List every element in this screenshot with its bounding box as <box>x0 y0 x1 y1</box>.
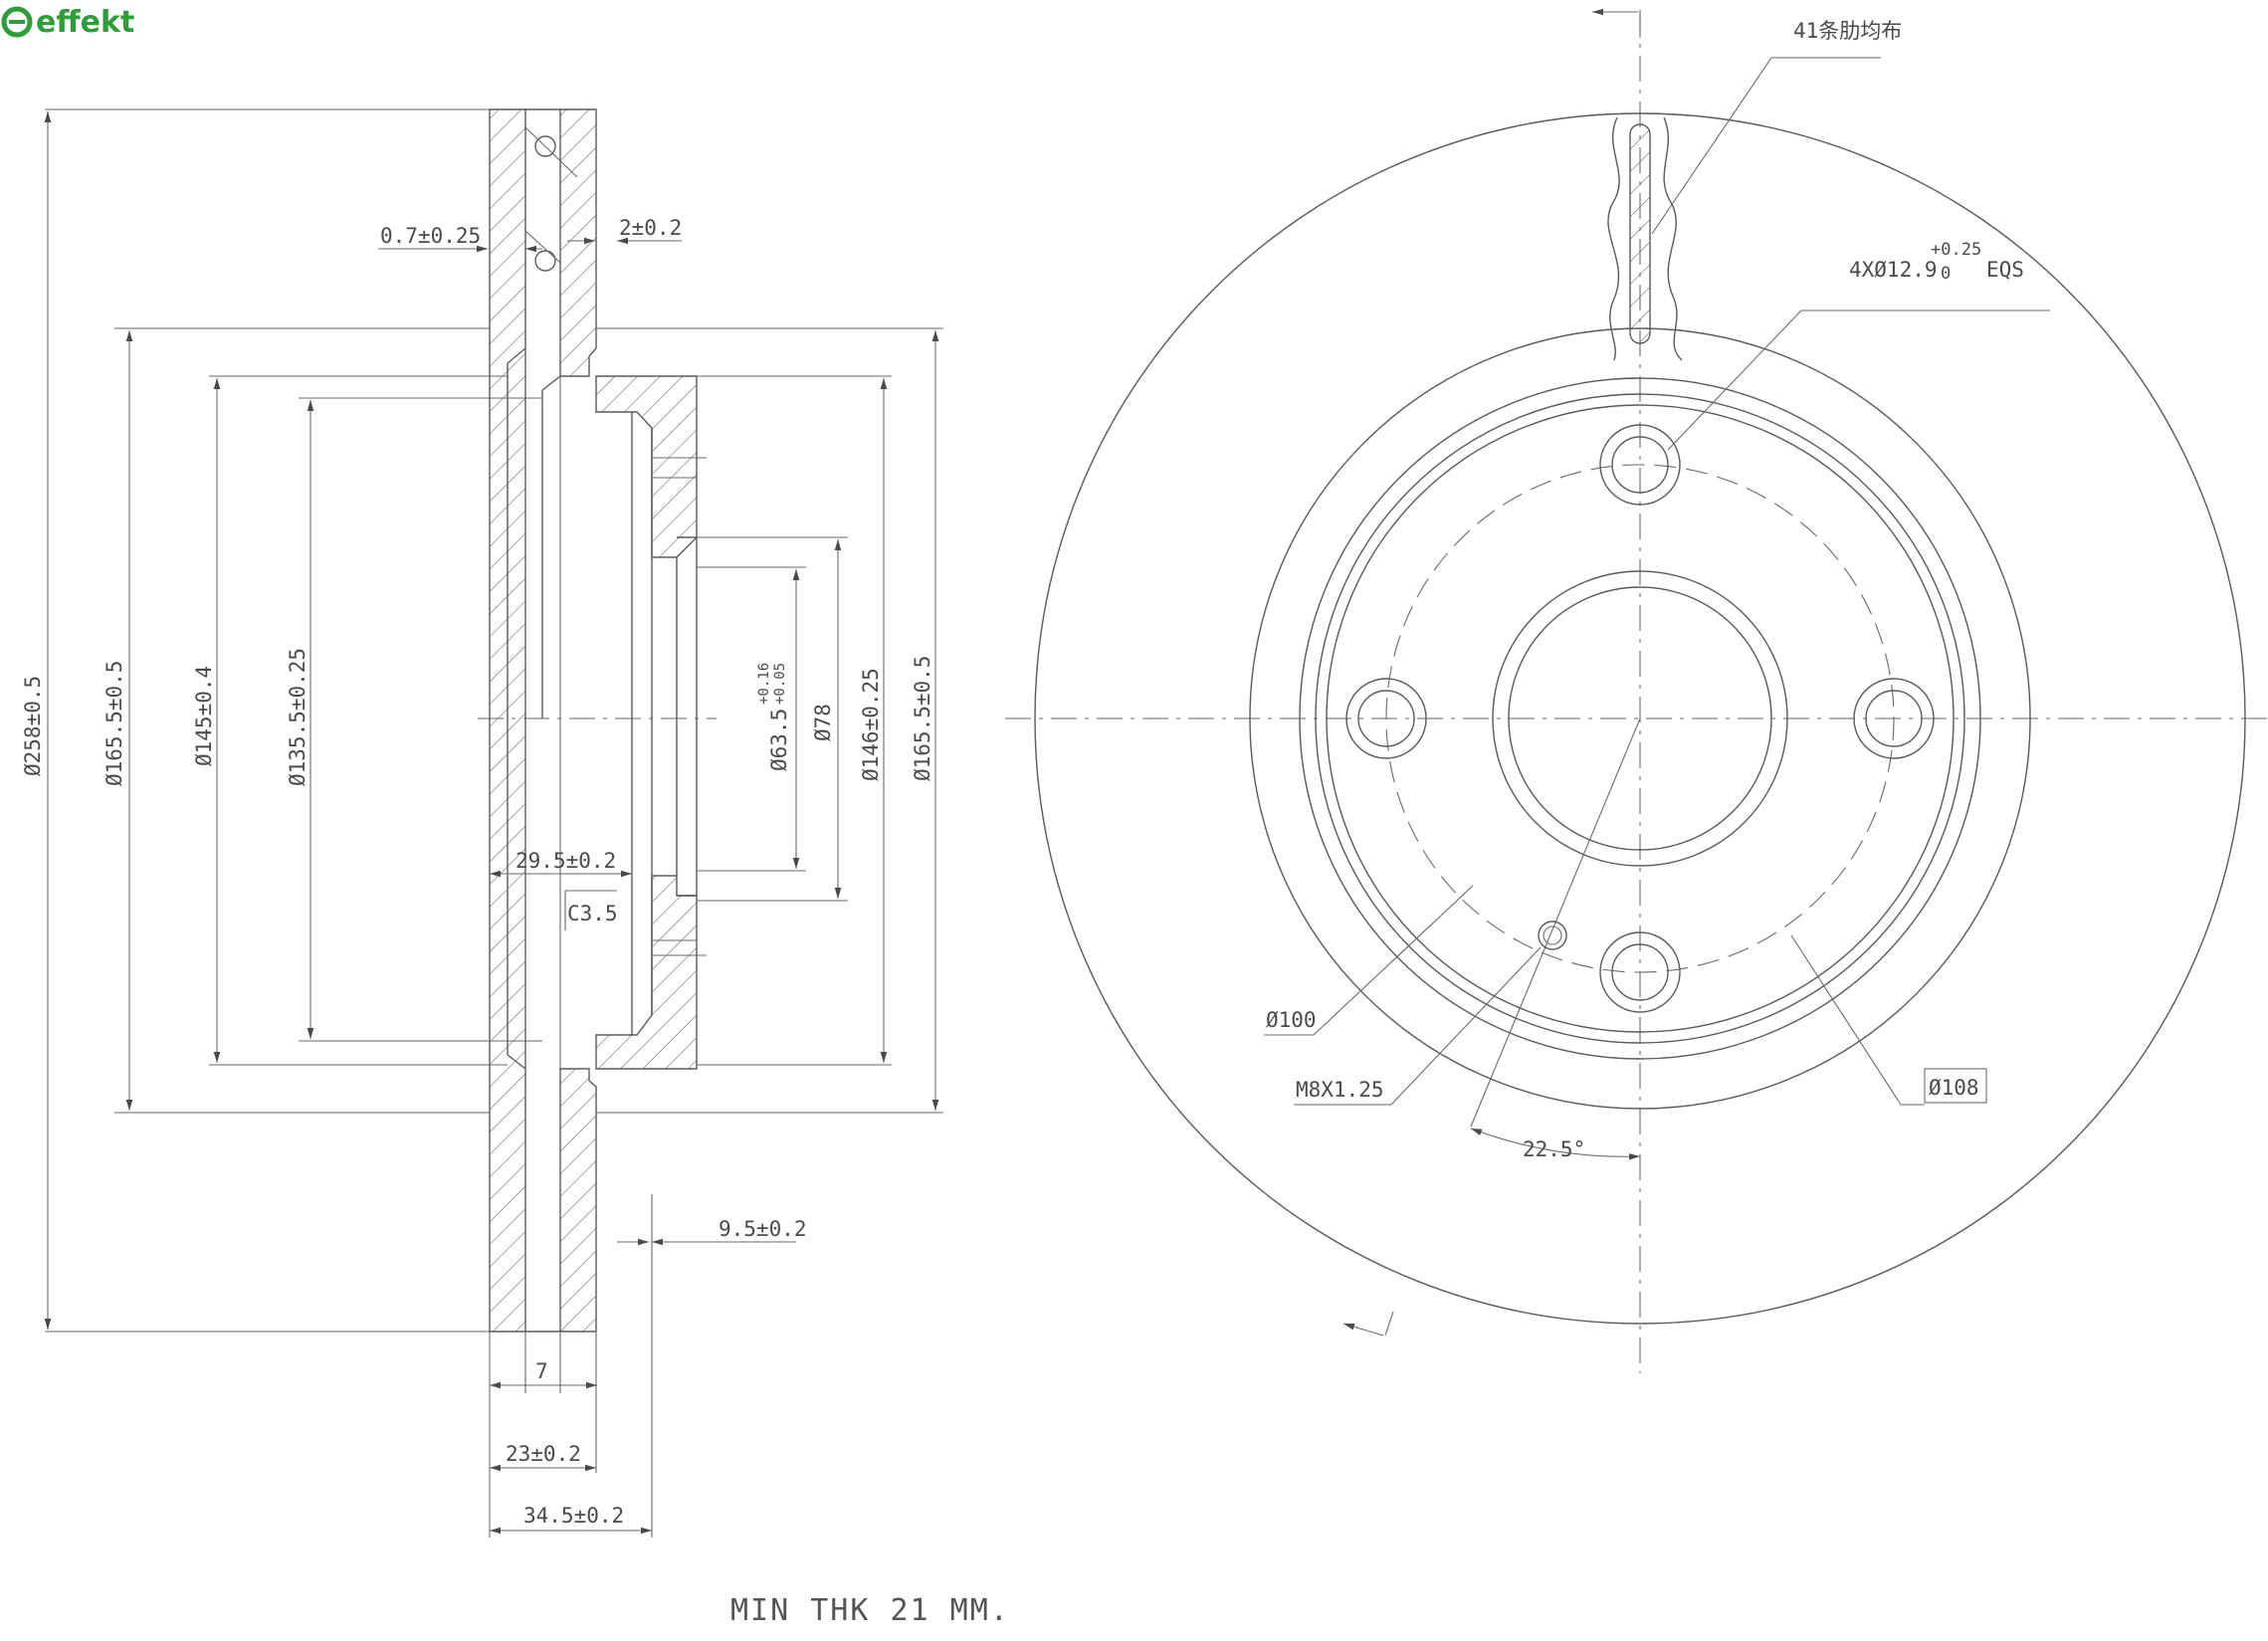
logo-text: effekt <box>36 5 134 40</box>
dim-d146: Ø146±0.25 <box>859 668 883 781</box>
dim-d100: Ø100 <box>1266 1008 1317 1032</box>
dim-d63-tol-upper: +0.16 <box>756 663 772 705</box>
footer-note: MIN THK 21 MM. <box>730 1593 1010 1628</box>
dim-d165-left: Ø165.5±0.5 <box>103 661 126 786</box>
bolt-hole-right <box>1853 678 1935 759</box>
dim-w23: 23±0.2 <box>506 1442 581 1466</box>
holes-tol-lower: 0 <box>1941 264 1951 284</box>
dim-d108: Ø108 <box>1929 1076 1979 1100</box>
dim-w295: 29.5±0.2 <box>515 849 616 873</box>
dim-d63-tol-lower: +0.05 <box>772 663 788 705</box>
dim-t2: 2±0.2 <box>619 216 682 240</box>
side-section-view: Ø258±0.5 Ø165.5±0.5 Ø145±0.4 Ø135.5±0.25… <box>21 108 943 1538</box>
holes-tol-upper: +0.25 <box>1931 240 1981 260</box>
holes-eqs: EQS <box>1986 258 2024 282</box>
logo-icon <box>1 6 33 38</box>
dim-angle: 22.5° <box>1523 1137 1585 1161</box>
bolt-hole-left <box>1345 678 1427 759</box>
dim-w95: 9.5±0.2 <box>719 1217 807 1241</box>
brand-logo: effekt <box>1 5 134 40</box>
dim-d145: Ø145±0.4 <box>192 666 216 766</box>
front-view: 41条肋均布 4XØ12.9 +0.25 0 EQS Ø100 M8X1.25 … <box>1005 8 2268 1373</box>
dim-w7: 7 <box>535 1359 548 1383</box>
bolt-hole-bottom <box>1599 931 1681 1013</box>
dim-thread: M8X1.25 <box>1296 1078 1384 1102</box>
thread-hole <box>1538 921 1567 950</box>
dim-c35: C3.5 <box>567 902 618 925</box>
dim-d78: Ø78 <box>811 704 835 741</box>
ribs-note: 41条肋均布 <box>1793 19 1902 43</box>
bolt-hole-top <box>1599 424 1681 506</box>
dim-w345: 34.5±0.2 <box>523 1504 624 1528</box>
dim-d165-right: Ø165.5±0.5 <box>911 656 934 781</box>
dim-d63: Ø63.5 <box>767 709 791 771</box>
dim-d258: Ø258±0.5 <box>21 676 45 776</box>
holes-spec: 4XØ12.9 <box>1849 258 1938 282</box>
dim-d135: Ø135.5±0.25 <box>286 648 309 786</box>
dim-t07: 0.7±0.25 <box>380 224 481 248</box>
